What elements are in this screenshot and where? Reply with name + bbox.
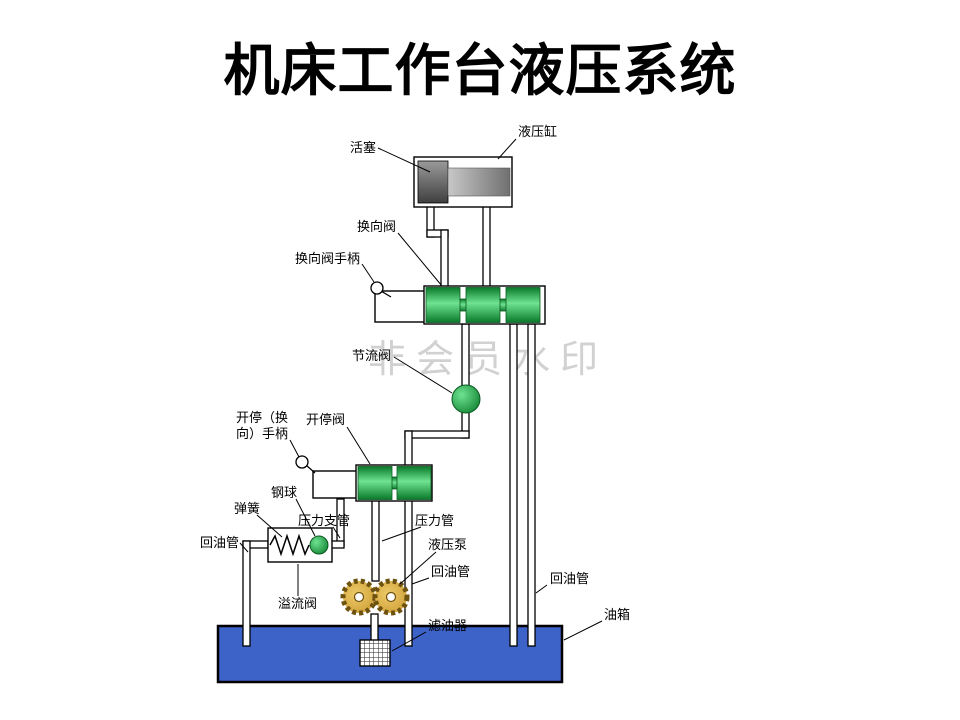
pump-gear-right-hub — [385, 591, 397, 603]
pipe-cylinder-left-vert2 — [440, 229, 449, 289]
labels: 活塞 液压缸 换向阀 换向阀手柄 节流阀 开停阀 开停（换 向）手柄 钢球 弹簧… — [200, 124, 630, 633]
start-stop-valve-spool-2 — [396, 466, 432, 500]
leader-return-right — [535, 584, 548, 594]
label-piston: 活塞 — [350, 140, 376, 155]
directional-valve — [370, 281, 546, 325]
start-stop-handle-knob — [295, 455, 309, 469]
leader-directional-handle — [361, 263, 375, 283]
leader-spring — [256, 514, 283, 538]
leader-tank — [563, 620, 603, 641]
label-return-left: 回油管 — [200, 535, 239, 550]
leader-return-middle — [411, 577, 430, 585]
pipe-return-right-1 — [509, 323, 518, 647]
label-directional-handle: 换向阀手柄 — [295, 251, 360, 266]
label-start-stop-valve: 开停阀 — [306, 412, 345, 427]
pipe-return-right-2 — [527, 323, 536, 647]
label-directional-valve: 换向阀 — [357, 219, 396, 234]
label-start-stop-handle-2: 向）手柄 — [236, 426, 288, 441]
leader-throttle-valve — [393, 356, 453, 394]
directional-valve-spool-3 — [505, 287, 541, 323]
start-stop-handle-link — [305, 464, 316, 474]
leader-filter — [391, 631, 427, 652]
throttle-valve-ball — [451, 384, 481, 414]
pipe-valve-to-throttle — [461, 323, 470, 389]
label-spring: 弹簧 — [234, 501, 260, 516]
watermark: 非会员水印 — [368, 339, 608, 381]
directional-valve-handle-link — [380, 290, 392, 298]
directional-valve-left-chamber — [374, 290, 426, 323]
oil-filter — [359, 639, 391, 667]
label-throttle-valve: 节流阀 — [352, 348, 391, 363]
label-return-middle: 回油管 — [431, 564, 470, 579]
pipe-throttle-horizontal — [404, 430, 470, 439]
steel-ball — [309, 535, 329, 555]
spring — [269, 533, 310, 557]
label-start-stop-handle-1: 开停（换 — [236, 410, 288, 425]
leader-piston — [377, 147, 431, 173]
start-stop-valve-spool-1 — [357, 466, 393, 500]
pipe-suction — [370, 613, 379, 643]
leader-pressure-branch — [332, 526, 341, 539]
piston — [417, 160, 449, 204]
pipe-return-left — [242, 540, 251, 647]
piston-rod — [447, 167, 511, 197]
pipe-cylinder-right — [482, 204, 491, 289]
label-pump: 液压泵 — [428, 537, 467, 552]
start-stop-valve-left-chamber — [312, 470, 359, 499]
leader-pump — [399, 551, 437, 585]
leader-lines — [239, 138, 603, 652]
label-cylinder: 液压缸 — [518, 124, 557, 139]
hydraulic-cylinder — [413, 156, 513, 208]
pump-gear-left-hub — [353, 591, 365, 603]
label-filter: 滤油器 — [428, 618, 467, 633]
label-relief-valve: 溢流阀 — [278, 596, 317, 611]
pipe-to-startstop-valve — [404, 430, 413, 468]
leader-return-left — [239, 542, 249, 553]
hydraulic-pump — [340, 578, 410, 616]
leader-start-stop-valve — [346, 426, 371, 465]
pipe-pressure — [371, 498, 380, 582]
label-pressure-branch: 压力支管 — [298, 513, 350, 528]
label-return-right: 回油管 — [550, 571, 589, 586]
filter-mesh — [359, 639, 391, 667]
directional-valve-spool-1 — [425, 287, 461, 323]
start-stop-valve — [295, 455, 433, 502]
label-steel-ball: 钢球 — [271, 485, 297, 500]
leader-cylinder — [497, 138, 517, 160]
leader-pressure-pipe — [381, 526, 422, 542]
leader-start-stop-handle — [289, 439, 300, 458]
leader-directional-valve — [397, 232, 443, 287]
directional-valve-handle-knob — [370, 281, 384, 295]
pipe-return-middle — [404, 498, 413, 647]
slide-title: 机床工作台液压系统 — [223, 41, 737, 103]
label-pressure-pipe: 压力管 — [415, 513, 454, 528]
directional-valve-spool-2 — [465, 287, 501, 323]
leader-steel-ball — [295, 498, 316, 537]
label-tank: 油箱 — [604, 607, 630, 622]
